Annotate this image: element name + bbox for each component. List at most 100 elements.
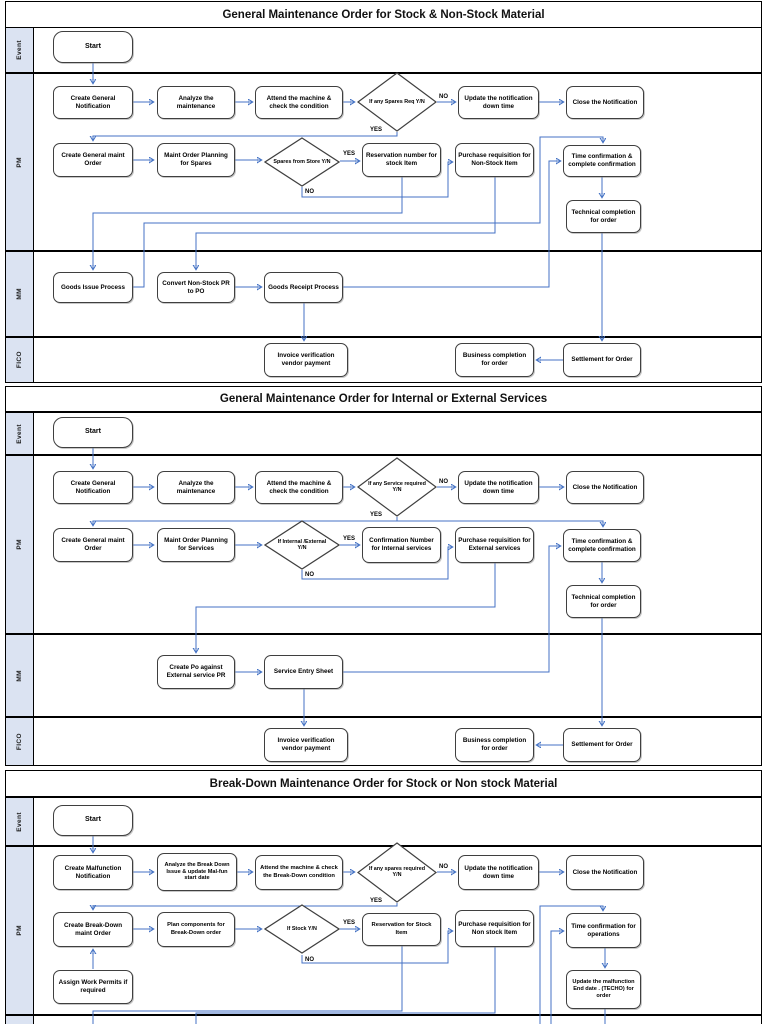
lane-label-strip: Event xyxy=(6,28,34,72)
diagram1-title: General Maintenance Order for Stock & No… xyxy=(5,1,762,28)
lane-label-strip: Event xyxy=(6,413,34,454)
node-analyze-maintenance: Analyze the maintenance xyxy=(157,471,235,504)
node-create-general-notification: Create General Notification xyxy=(53,471,133,504)
node-service-entry-sheet: Service Entry Sheet xyxy=(264,655,343,689)
node-close-notification: Close the Notification xyxy=(566,86,644,119)
lane-label: FICO xyxy=(16,351,23,369)
decision-text: If any spares required Y/N xyxy=(368,866,425,879)
edge-label-no: NO xyxy=(305,572,314,578)
node-invoice-verification: Invoice verification vendor payment xyxy=(264,728,348,762)
node-attend-breakdown: Attend the machine & check the Break-Dow… xyxy=(255,855,343,890)
decision-text: If Stock Y/N xyxy=(287,925,317,932)
lane-label: Event xyxy=(16,811,23,832)
node-update-malfunction-end-date: Update the malfunction End date . (TECHO… xyxy=(566,970,641,1009)
lane-label: Event xyxy=(16,40,23,60)
node-plan-components-breakdown: Plan components for Break-Down order xyxy=(157,912,235,947)
node-create-malfunction-notification: Create Malfunction Notification xyxy=(53,855,133,890)
edge-label-no: NO xyxy=(439,864,448,870)
node-reservation-stock-item: Reservation number for stock Item xyxy=(362,143,441,177)
edge-label-yes: YES xyxy=(343,536,356,542)
edge-label-yes: YES xyxy=(343,920,356,926)
lane-label-strip: PM xyxy=(6,456,34,633)
node-analyze-maintenance: Analyze the maintenance xyxy=(157,86,235,119)
node-create-general-maint-order: Create General maint Order xyxy=(53,143,133,177)
node-start: Start xyxy=(53,417,133,448)
node-business-completion: Business completion for order xyxy=(455,343,534,377)
lane-label: PM xyxy=(16,925,23,936)
decision-text: If any Spares Req Y/N xyxy=(369,98,425,105)
node-close-notification: Close the Notification xyxy=(566,855,644,890)
node-purchase-req-nonstock: Purchase requisition for Non-Stock Item xyxy=(455,143,534,177)
edge-label-yes: YES xyxy=(343,151,356,157)
decision-if-any-service-required: If any Service required Y/N xyxy=(357,457,437,517)
node-time-confirmation: Time confirmation & complete confirmatio… xyxy=(563,529,641,562)
node-create-breakdown-maint-order: Create Break-Down maint Order xyxy=(53,912,133,947)
diagram3-title: Break-Down Maintenance Order for Stock o… xyxy=(5,770,762,797)
lane-label: Event xyxy=(16,423,23,444)
node-analyze-breakdown: Analyze the Break Down Issue & update Ma… xyxy=(157,853,237,891)
node-reservation-stock-item: Reservation for Stock Item xyxy=(362,913,441,946)
decision-if-stock: If Stock Y/N xyxy=(264,904,340,954)
node-attend-machine: Attend the machine & check the condition xyxy=(255,86,343,119)
node-update-notification-downtime: Update the notification down time xyxy=(458,86,539,119)
node-invoice-verification: Invoice verification vendor payment xyxy=(264,343,348,377)
decision-spares-from-store: Spares from Store Y/N xyxy=(264,137,340,187)
decision-text: If any Service required Y/N xyxy=(368,480,426,493)
node-update-notification-downtime: Update the notification down time xyxy=(458,471,539,504)
decision-text: If Internal /External Y/N xyxy=(277,538,327,551)
node-start: Start xyxy=(53,31,133,63)
lane-d3-mm-partial xyxy=(5,1015,762,1024)
edge-label-yes: YES xyxy=(370,898,383,904)
decision-if-any-spares-required: If any spares required Y/N xyxy=(357,842,437,903)
lane-label-strip: Event xyxy=(6,798,34,845)
diagram2-title: General Maintenance Order for Internal o… xyxy=(5,386,762,412)
node-close-notification: Close the Notification xyxy=(566,471,644,504)
node-time-confirmation: Time confirmation & complete confirmatio… xyxy=(563,145,641,177)
lane-label: PM xyxy=(16,156,23,168)
lane-d1-fico: FICO xyxy=(5,337,762,383)
node-create-general-maint-order: Create General maint Order xyxy=(53,528,133,562)
lane-label-strip: FICO xyxy=(6,718,34,765)
edge-label-yes: YES xyxy=(370,512,383,518)
lane-label: MM xyxy=(16,288,23,300)
edge-label-no: NO xyxy=(305,189,314,195)
node-settlement-order: Settlement for Order xyxy=(563,728,641,762)
edge-label-yes: YES xyxy=(370,127,383,133)
lane-d2-fico: FICO xyxy=(5,717,762,766)
lane-label: PM xyxy=(16,539,23,550)
node-maint-order-planning-spares: Maint Order Planning for Spares xyxy=(157,143,235,177)
lane-label-strip: PM xyxy=(6,847,34,1014)
lane-label-strip: FICO xyxy=(6,338,34,382)
lane-label-strip: MM xyxy=(6,252,34,336)
node-start: Start xyxy=(53,805,133,836)
lane-label-strip: PM xyxy=(6,74,34,250)
edge-label-no: NO xyxy=(439,94,448,100)
node-convert-pr-to-po: Convert Non-Stock PR to PO xyxy=(157,272,235,303)
node-technical-completion: Technical completion for order xyxy=(566,585,641,618)
node-assign-work-permits: Assign Work Permits if required xyxy=(53,970,133,1004)
node-purchase-req-nonstock: Purchase requisition for Non stock Item xyxy=(455,910,534,947)
decision-if-any-spares-req: If any Spares Req Y/N xyxy=(357,72,437,132)
node-create-po-external-pr: Create Po against External service PR xyxy=(157,655,235,689)
node-create-general-notification: Create General Notification xyxy=(53,86,133,119)
decision-text: Spares from Store Y/N xyxy=(273,158,331,165)
node-settlement-order: Settlement for Order xyxy=(563,343,641,377)
decision-internal-external: If Internal /External Y/N xyxy=(264,520,340,570)
edge-label-no: NO xyxy=(305,957,314,963)
node-goods-issue: Goods Issue Process xyxy=(53,272,133,303)
node-technical-completion: Technical completion for order xyxy=(566,200,641,233)
lane-label: FICO xyxy=(16,732,23,751)
node-confirmation-internal-services: Confirmation Number for Internal service… xyxy=(362,527,441,563)
edge-label-no: NO xyxy=(439,479,448,485)
lane-label-strip xyxy=(6,1016,34,1024)
node-time-confirmation-operations: Time confirmation for operations xyxy=(566,913,641,948)
lane-label: MM xyxy=(16,669,23,682)
node-purchase-req-external: Purchase requisition for External servic… xyxy=(455,527,534,563)
node-attend-machine: Attend the machine & check the condition xyxy=(255,471,343,504)
node-business-completion: Business completion for order xyxy=(455,728,534,762)
node-goods-receipt: Goods Receipt Process xyxy=(264,272,343,303)
node-maint-order-planning-services: Maint Order Planning for Services xyxy=(157,528,235,562)
lane-label-strip: MM xyxy=(6,635,34,716)
lane-d2-mm: MM xyxy=(5,634,762,717)
